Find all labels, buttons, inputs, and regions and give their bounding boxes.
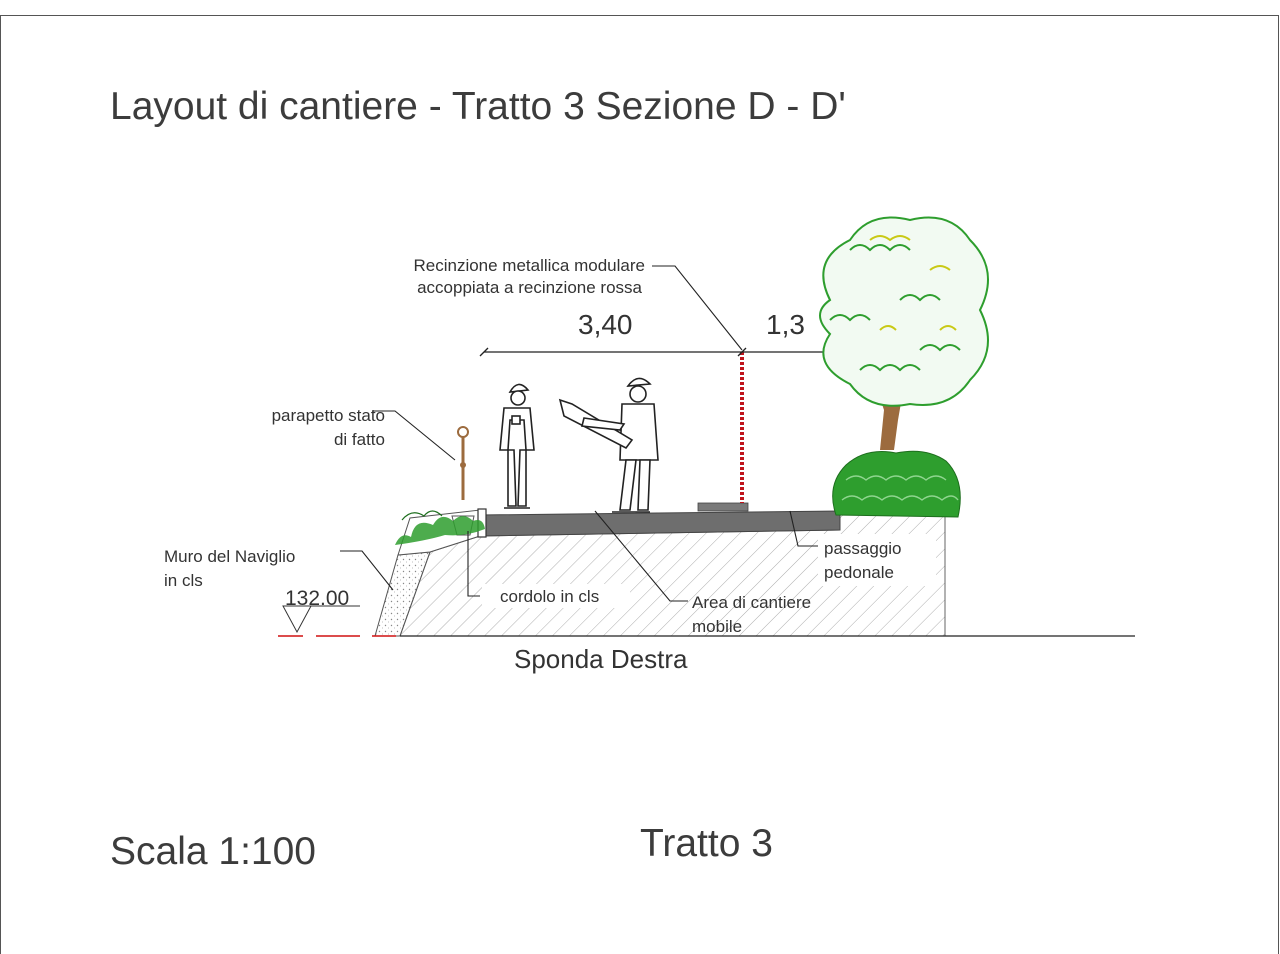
leader-lines	[340, 265, 820, 602]
water-level-marker	[278, 605, 396, 637]
section-label: Tratto 3	[640, 822, 773, 865]
curb-note: cordolo in cls	[500, 587, 599, 606]
walkway-note-line1: passaggio	[824, 539, 902, 558]
wall-note-line1: Muro del Naviglio	[164, 547, 295, 566]
scale-label: Scala 1:100	[110, 830, 316, 873]
worker-right	[558, 377, 659, 513]
dimension-right: 1,3	[766, 309, 805, 340]
fence-note-line2: accoppiata a recinzione rossa	[417, 278, 642, 297]
dimension-left: 3,40	[578, 309, 633, 340]
bank-label: Sponda Destra	[514, 644, 688, 674]
fence-base	[697, 502, 749, 512]
wall-note-line2: in cls	[164, 571, 203, 590]
fence-note-line1: Recinzione metallica modulare	[413, 256, 645, 275]
drawing-frame	[0, 15, 1279, 954]
left-shrub	[395, 510, 485, 545]
parapet-note-line1: parapetto stato	[272, 406, 385, 425]
site-note-line2: mobile	[692, 617, 742, 636]
walkway-note-line2: pedonale	[824, 563, 894, 582]
parapet-note-line2: di fatto	[334, 430, 385, 449]
hedge	[832, 450, 961, 518]
page-title: Layout di cantiere - Tratto 3 Sezione D …	[110, 85, 846, 128]
worker-left	[499, 383, 535, 509]
site-note-line1: Area di cantiere	[692, 593, 811, 612]
elevation-label: 132.00	[285, 587, 349, 610]
tree	[819, 216, 989, 450]
dimension-line	[479, 347, 843, 357]
